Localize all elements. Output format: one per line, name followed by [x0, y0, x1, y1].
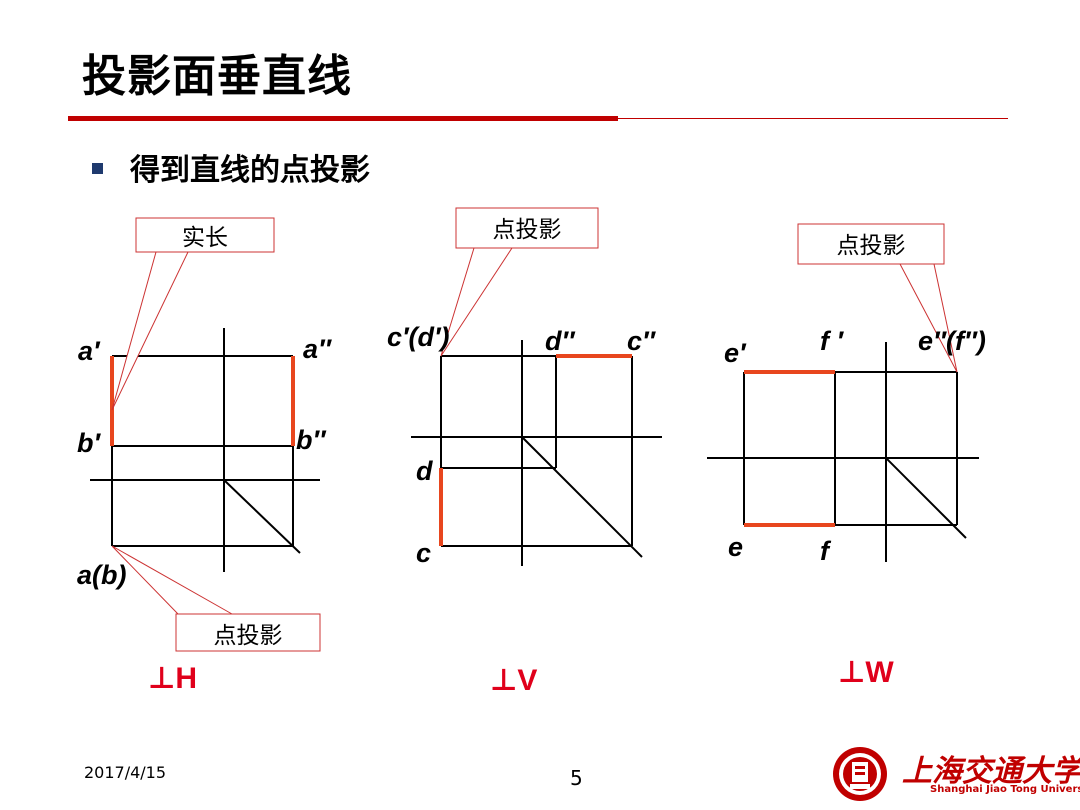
title-underline-thin	[618, 118, 1008, 119]
label-e-dprime-f-dprime: e″(f″)	[918, 326, 986, 356]
label-c-dprime: c″	[627, 326, 656, 356]
label-b-prime: b′	[77, 428, 101, 458]
callout-text: 点投影	[837, 233, 906, 259]
label-c: c	[416, 538, 431, 568]
figure-perp-w: 点投影 e′ f ′ e″(f″) e f ⊥W	[707, 223, 986, 689]
figure-perp-v: 点投影 c′(d′) d″ c″ d c ⊥V	[387, 207, 662, 697]
bullet-text: 得到直线的点投影	[130, 153, 370, 188]
figure-perp-h: 实长 点投影 a′ b′ a″ b″ a(b) ⊥H	[77, 217, 332, 695]
footer-date: 2017/4/15	[84, 763, 167, 782]
miter-line	[521, 436, 643, 558]
label-e-prime: e′	[724, 338, 747, 368]
callout-text: 点投影	[493, 217, 562, 243]
perp-w-label: ⊥W	[838, 656, 894, 689]
perp-v-label: ⊥V	[490, 664, 537, 697]
label-e: e	[728, 532, 743, 562]
label-f-prime: f ′	[820, 326, 844, 356]
page-title: 投影面垂直线	[82, 51, 352, 102]
label-d-dprime: d″	[545, 326, 575, 356]
university-seal-icon	[833, 747, 887, 801]
callout-text: 点投影	[214, 623, 283, 649]
title-underline-thick	[68, 116, 618, 121]
perp-h-label: ⊥H	[148, 662, 197, 695]
callout-dian-touying-3: 点投影	[797, 223, 958, 373]
miter-line	[885, 457, 967, 539]
university-logo: 上海交通大学 Shanghai Jiao Tong University	[830, 744, 1080, 804]
label-a-b: a(b)	[77, 560, 127, 590]
callout-dian-touying-2: 点投影	[440, 207, 599, 357]
label-f: f	[820, 536, 832, 566]
callout-shichang: 实长	[111, 217, 275, 411]
logo-name-en: Shanghai Jiao Tong University	[930, 784, 1080, 795]
label-c-prime-d-prime: c′(d′)	[387, 322, 449, 352]
label-a-prime: a′	[78, 336, 101, 366]
label-b-dprime: b″	[296, 425, 326, 455]
callout-text: 实长	[182, 225, 228, 251]
label-a-dprime: a″	[303, 334, 332, 364]
label-d: d	[416, 456, 433, 486]
page-number: 5	[570, 766, 583, 790]
bullet-icon	[92, 163, 103, 174]
miter-line	[223, 479, 301, 554]
logo-name-cn: 上海交通大学	[902, 754, 1080, 789]
callout-dian-touying-1: 点投影	[111, 545, 321, 652]
